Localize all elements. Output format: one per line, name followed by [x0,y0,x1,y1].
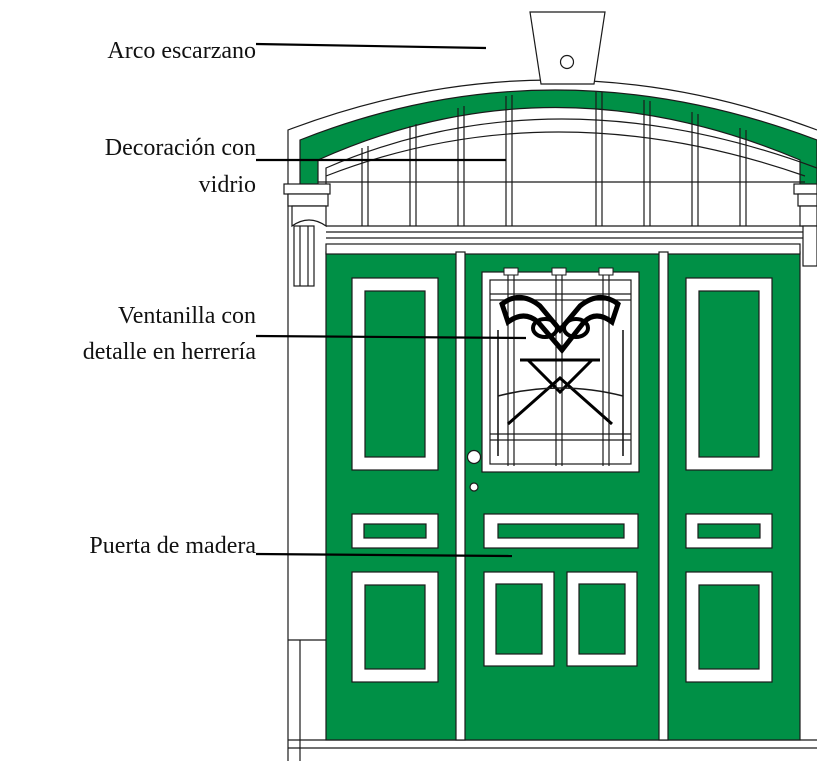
label-door: Puerta de madera [89,533,256,559]
label-glass-line2: vidrio [199,172,256,198]
label-window-line2: detalle en herrería [83,339,257,365]
ironwork-window [481,267,640,473]
leader-arch [255,42,487,50]
label-glass-line1: Decoración con [105,135,256,161]
center-leaf-panels [483,513,639,667]
right-leaf-panels [685,277,773,683]
door-knob [466,449,482,492]
leader-window [255,334,527,340]
left-capital [283,183,331,287]
label-window-line1: Ventanilla con [118,303,256,329]
leader-lines [255,42,527,558]
labels: Arco escarzano Decoración con vidrio Ven… [83,38,257,559]
left-leaf-panels [351,277,439,683]
label-arch: Arco escarzano [107,38,256,64]
leader-door [255,552,513,558]
keystone [529,11,606,85]
right-capital [793,183,817,267]
